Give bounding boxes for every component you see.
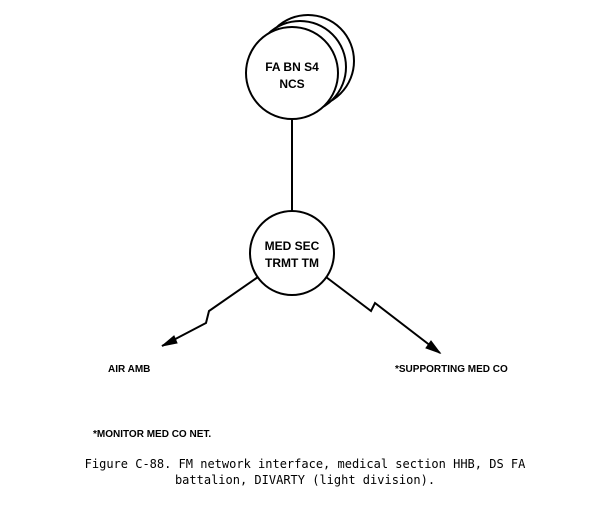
radio-link-supporting-med-co-arrowhead [425,340,442,355]
radio-link-supporting-med-co [325,276,442,355]
ncs-node: FA BN S4 NCS [245,14,355,120]
med-sec-node-label-line2: TRMT TM [265,256,319,270]
figure-caption-line2: battalion, DIVARTY (light division). [174,473,436,487]
radio-link-supporting-med-co-bolt [325,276,441,354]
med-sec-node-label-line1: MED SEC [265,239,320,253]
air-amb-label: AIR AMB [108,364,150,375]
ncs-node-label-line2: NCS [279,77,304,91]
radio-link-air-amb [161,276,259,347]
figure-caption-line1: Figure C-88. FM network interface, medic… [84,457,526,471]
supporting-med-co-label: *SUPPORTING MED CO [395,364,508,375]
med-sec-node-circle [249,210,335,296]
ncs-node-label-line1: FA BN S4 [265,60,319,74]
figure-caption: Figure C-88. FM network interface, medic… [0,456,610,488]
radio-link-air-amb-bolt [161,276,259,347]
monitor-note: *MONITOR MED CO NET. [93,429,211,440]
med-sec-node: MED SEC TRMT TM [249,210,335,296]
radio-link-air-amb-arrowhead [161,335,178,347]
